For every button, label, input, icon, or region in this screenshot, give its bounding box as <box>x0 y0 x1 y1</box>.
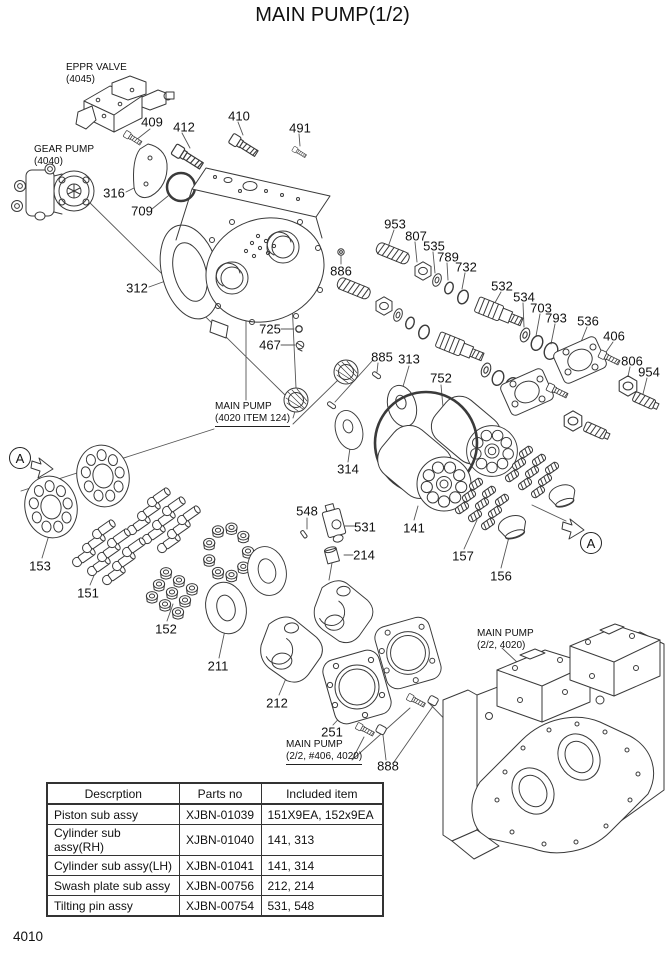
callout-156: 156 <box>490 568 512 584</box>
callout-793: 793 <box>545 310 567 326</box>
callout-467: 467 <box>259 337 281 353</box>
table-row: Piston sub assy XJBN-01039 151X9EA, 152x… <box>46 803 384 825</box>
section-arrow-left <box>30 457 54 479</box>
callout-491: 491 <box>289 120 311 136</box>
callout-953: 953 <box>384 216 406 232</box>
cell-parts-no: XJBN-01041 <box>178 855 262 876</box>
pins-885-drawing <box>326 371 382 410</box>
callout-157: 157 <box>452 548 474 564</box>
col-header-description: Descrption <box>46 782 180 805</box>
callout-214: 214 <box>353 547 375 563</box>
section-marker-a-left: A <box>9 447 31 469</box>
callout-531: 531 <box>354 519 376 535</box>
main-pump-2-2-label: MAIN PUMP (2/2, 4020) <box>477 628 534 651</box>
gasket-and-oring-drawing <box>133 143 197 203</box>
bolts-888-drawing <box>354 692 439 738</box>
table-row: Swash plate sub assy XJBN-00756 212, 214 <box>46 875 384 896</box>
tilting-pin-drawing <box>300 503 347 565</box>
callout-886: 886 <box>330 263 352 279</box>
cell-description: Swash plate sub assy <box>46 875 180 896</box>
retainer-plates-drawing <box>18 439 136 544</box>
callout-211: 211 <box>207 658 229 674</box>
callout-789: 789 <box>437 249 459 265</box>
callout-548: 548 <box>296 503 318 519</box>
col-header-parts-no: Parts no <box>178 782 262 805</box>
callout-535: 535 <box>423 238 445 254</box>
callout-151: 151 <box>77 585 99 601</box>
callout-409: 409 <box>141 114 163 130</box>
table-row: Cylinder sub assy(RH) XJBN-01040 141, 31… <box>46 824 384 856</box>
table-row: Cylinder sub assy(LH) XJBN-01041 141, 31… <box>46 855 384 876</box>
callout-410: 410 <box>228 108 250 124</box>
callout-888: 888 <box>377 758 399 774</box>
callout-141: 141 <box>403 520 425 536</box>
main-pump-2-2-406-label: MAIN PUMP (2/2, #406, 4020) <box>286 739 363 765</box>
cell-included-item: 212, 214 <box>260 875 384 896</box>
callout-152: 152 <box>155 621 177 637</box>
valve-flange-blocks <box>498 334 661 442</box>
callout-532: 532 <box>491 278 513 294</box>
cell-included-item: 151X9EA, 152x9EA <box>260 803 384 825</box>
cell-parts-no: XJBN-00754 <box>178 895 262 917</box>
callout-314: 314 <box>337 461 359 477</box>
callout-536: 536 <box>577 313 599 329</box>
cell-parts-no: XJBN-01040 <box>178 824 262 856</box>
gear-pump-label: GEAR PUMP (4040) <box>34 144 95 167</box>
table-row: Tilting pin assy XJBN-00754 531, 548 <box>46 895 384 917</box>
page-title: MAIN PUMP(1/2) <box>255 4 410 26</box>
sub-assembly-table: Descrption Parts no Included item Piston… <box>46 782 384 917</box>
callout-212: 212 <box>266 695 288 711</box>
callout-703: 703 <box>530 300 552 316</box>
cell-included-item: 531, 548 <box>260 895 384 917</box>
eppr-valve-label: EPPR VALVE (4045) <box>66 62 127 85</box>
cell-description: Tilting pin assy <box>46 895 180 917</box>
cell-description: Piston sub assy <box>46 803 180 825</box>
callout-725: 725 <box>259 321 281 337</box>
cell-description: Cylinder sub assy(LH) <box>46 855 180 876</box>
gear-pump-drawing <box>11 163 95 221</box>
callout-807: 807 <box>405 228 427 244</box>
callout-534: 534 <box>513 289 535 305</box>
table-header-row: Descrption Parts no Included item <box>46 782 384 805</box>
relief-valve-kit-row2 <box>336 276 521 396</box>
callout-312: 312 <box>126 280 148 296</box>
callout-752: 752 <box>430 370 452 386</box>
callout-732: 732 <box>455 259 477 275</box>
col-header-included-item: Included item <box>260 782 384 805</box>
pump-housing-drawing <box>159 167 345 352</box>
callout-806: 806 <box>621 353 643 369</box>
callout-313: 313 <box>398 351 420 367</box>
cell-parts-no: XJBN-01039 <box>178 803 262 825</box>
cell-description: Cylinder sub assy(RH) <box>46 824 180 856</box>
callout-316: 316 <box>103 185 125 201</box>
section-marker-a-right: A <box>580 532 602 554</box>
cell-parts-no: XJBN-00756 <box>178 875 262 896</box>
page-number: 4010 <box>13 929 44 944</box>
callout-885: 885 <box>371 349 393 365</box>
callout-153: 153 <box>29 558 51 574</box>
cell-included-item: 141, 314 <box>260 855 384 876</box>
callout-709: 709 <box>131 203 153 219</box>
main-pump-item124-label: MAIN PUMP (4020 ITEM 124) <box>215 401 291 427</box>
cell-included-item: 141, 313 <box>260 824 384 856</box>
cylinder-blocks-drawing <box>373 390 518 512</box>
assembled-pump-drawing <box>442 623 665 860</box>
callout-954: 954 <box>638 364 660 380</box>
section-arrow-right <box>561 518 585 540</box>
eppr-valve-drawing <box>75 75 175 133</box>
callout-412: 412 <box>173 119 195 135</box>
callout-251: 251 <box>321 724 343 740</box>
callout-406: 406 <box>603 328 625 344</box>
